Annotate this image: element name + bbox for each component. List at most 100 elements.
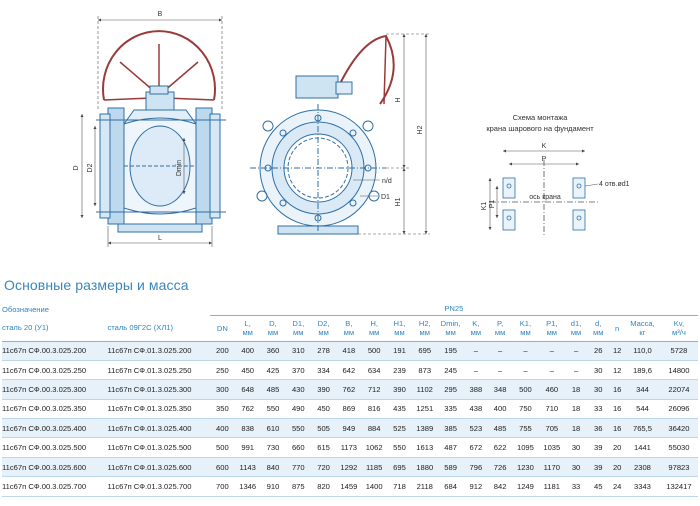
table-cell: – xyxy=(463,360,489,381)
table-cell: 5728 xyxy=(659,341,698,361)
table-cell: 1441 xyxy=(625,437,660,458)
table-cell: 672 xyxy=(463,437,489,458)
table-cell: 1251 xyxy=(412,399,438,420)
table-cell: 1880 xyxy=(412,457,438,478)
table-cell: 910 xyxy=(260,476,286,497)
table-cell: 26096 xyxy=(659,399,698,420)
column-header-unit: мм xyxy=(242,328,253,337)
dim-b-label: B xyxy=(158,11,163,18)
table-cell: 2118 xyxy=(412,476,438,497)
designation-steel20-cell: 11с67п СФ.00.3.025.200 xyxy=(2,341,108,361)
table-cell: 840 xyxy=(260,457,286,478)
dim-l-label: L xyxy=(158,235,162,242)
table-cell: 490 xyxy=(285,399,311,420)
table-cell: 385 xyxy=(437,418,464,439)
table-cell: 730 xyxy=(260,437,286,458)
table-cell: 310 xyxy=(285,341,311,361)
table-cell: 525 xyxy=(386,418,413,439)
column-header-unit: мм xyxy=(470,328,482,337)
table-cell: 765,5 xyxy=(625,418,660,439)
table-cell: 544 xyxy=(625,399,660,420)
table-cell: 718 xyxy=(386,476,413,497)
designation-steel09-cell: 11с67п СФ.01.3.025.400 xyxy=(107,418,210,439)
table-cell: 30 xyxy=(564,437,588,458)
table-cell: 55030 xyxy=(659,437,698,458)
column-header-unit: мм xyxy=(368,328,380,337)
table-cell: 195 xyxy=(437,341,464,361)
table-cell: 1173 xyxy=(336,437,362,458)
column-header-unit: мм xyxy=(570,328,582,337)
table-cell: 1062 xyxy=(361,437,387,458)
valve-front-view xyxy=(96,30,226,233)
table-cell: 487 xyxy=(437,437,464,458)
table-cell: 550 xyxy=(260,399,286,420)
table-cell: 418 xyxy=(336,341,362,361)
table-cell: 820 xyxy=(310,476,337,497)
designation-steel09-cell: 11с67п СФ.01.3.025.700 xyxy=(107,476,210,497)
table-cell: 425 xyxy=(260,360,286,381)
column-header: D1,мм xyxy=(285,315,311,342)
table-cell: 1292 xyxy=(336,457,362,478)
mounting-scheme xyxy=(490,160,600,236)
table-cell: – xyxy=(488,341,513,361)
valve-drawing: B D D2 Dmin L H xyxy=(73,11,630,247)
table-cell: 36 xyxy=(587,418,610,439)
table-cell: 1459 xyxy=(336,476,362,497)
table-cell: 189,6 xyxy=(625,360,660,381)
column-header-name: D, xyxy=(269,319,277,328)
dim-d1-label: D1 xyxy=(381,194,390,201)
table-cell: 770 xyxy=(285,457,311,478)
table-cell: 33 xyxy=(587,399,610,420)
table-cell: 1035 xyxy=(538,437,565,458)
table-cell: 622 xyxy=(488,437,513,458)
designation-steel09-cell: 11с67п СФ.01.3.025.600 xyxy=(107,457,210,478)
column-header-unit: кг xyxy=(639,328,646,337)
mount-caption-line1: Схема монтажа xyxy=(513,113,569,122)
table-cell: 1170 xyxy=(538,457,565,478)
table-cell: 1185 xyxy=(361,457,387,478)
column-header-unit: мм xyxy=(592,328,604,337)
table-cell: 684 xyxy=(437,476,464,497)
table-cell: 450 xyxy=(310,399,337,420)
table-cell: 755 xyxy=(512,418,539,439)
table-cell: 2308 xyxy=(625,457,660,478)
column-header-name: d1, xyxy=(570,319,582,328)
column-header-name: Масса, xyxy=(630,319,655,328)
column-header-name: H, xyxy=(370,319,378,328)
table-cell: 335 xyxy=(437,399,464,420)
pressure-header: PN25 xyxy=(209,303,698,316)
table-cell: 239 xyxy=(386,360,413,381)
table-cell: 842 xyxy=(488,476,513,497)
designation-steel09-cell: 11с67п СФ.01.3.025.300 xyxy=(107,379,210,400)
table-cell: 300 xyxy=(209,379,236,400)
table-cell: 642 xyxy=(336,360,362,381)
table-cell: 390 xyxy=(386,379,413,400)
table-cell: 485 xyxy=(260,379,286,400)
designation-steel20-cell: 11с67п СФ.00.3.025.500 xyxy=(2,437,108,458)
table-cell: 278 xyxy=(310,341,337,361)
table-cell: 400 xyxy=(209,418,236,439)
column-header-unit: мм xyxy=(494,328,506,337)
dim-h1-label: H1 xyxy=(395,197,402,206)
table-cell: 1400 xyxy=(361,476,387,497)
column-header: D,мм xyxy=(260,315,286,342)
table-cell: 370 xyxy=(285,360,311,381)
designation-steel09-cell: 11с67п СФ.01.3.025.250 xyxy=(107,360,210,381)
column-header-name: Kv, xyxy=(673,319,685,328)
table-cell: 1230 xyxy=(512,457,539,478)
mounting-dimensions xyxy=(488,149,599,230)
table-cell: 615 xyxy=(310,437,337,458)
table-cell: 485 xyxy=(488,418,513,439)
dim-p1-label: P1 xyxy=(489,200,496,209)
table-cell: 873 xyxy=(412,360,438,381)
table-cell: – xyxy=(564,341,588,361)
column-header-unit: мм xyxy=(293,328,304,337)
table-cell: 1613 xyxy=(412,437,438,458)
dim-h-label: H xyxy=(395,97,402,102)
designation-header: Обозначение xyxy=(2,304,49,314)
table-cell: 18 xyxy=(564,399,588,420)
table-cell: 132417 xyxy=(659,476,698,497)
table-cell: 500 xyxy=(512,379,539,400)
